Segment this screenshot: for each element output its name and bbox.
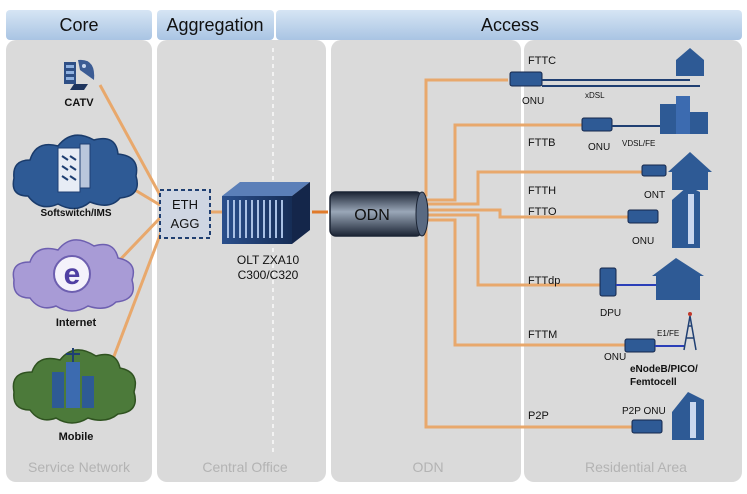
internet-label: Internet	[56, 317, 97, 329]
internet-uplink	[113, 216, 162, 267]
service-network-footer: Service Network	[28, 459, 131, 475]
satellite-tower-icon	[64, 59, 95, 90]
mobile-uplink	[106, 229, 164, 373]
ftto-label: FTTO	[528, 206, 557, 218]
ftto-office-building-icon	[672, 186, 700, 248]
fttb-building-icon	[660, 96, 708, 134]
ftth-ont-icon	[641, 164, 667, 177]
p2p-onu-icon	[631, 419, 663, 434]
access-header-label: Access	[481, 15, 539, 35]
fttc-onu-icon	[509, 71, 543, 87]
column-footers: Service Network Central Office ODN Resid…	[28, 459, 687, 475]
fttm-device-label: ONU	[604, 352, 626, 363]
fttb-fiber	[420, 123, 582, 202]
fttdp-dpu-icon	[599, 267, 617, 297]
odn-label: ODN	[354, 207, 390, 224]
core-header	[6, 10, 152, 40]
fttm-fiber	[420, 218, 625, 347]
catv-label: CATV	[64, 97, 94, 109]
fttdp-device-label: DPU	[600, 308, 621, 319]
mobile-building-icon	[52, 348, 94, 408]
fttm-branch: FTTM ONU E1/FE eNodeB/PICO/ Femtocell	[528, 312, 698, 388]
p2p-office-building-icon	[672, 392, 704, 440]
fttc-label: FTTC	[528, 55, 556, 67]
residential-area-panel	[524, 40, 742, 482]
fttb-label: FTTB	[528, 137, 556, 149]
fttdp-fiber	[420, 213, 600, 287]
fttdp-label: FTTdp	[528, 275, 560, 287]
fttb-link-label: VDSL/FE	[622, 139, 655, 148]
odn-cylinder-cap	[415, 191, 429, 237]
access-fiber-branches	[420, 78, 642, 429]
eth-agg-box	[159, 189, 211, 239]
fttm-target-line2: Femtocell	[630, 377, 677, 388]
residential-area-footer: Residential Area	[585, 459, 687, 475]
fttb-branch: FTTB ONU VDSL/FE	[528, 96, 708, 153]
aggregation-header	[157, 10, 274, 40]
eth-agg-line2: AGG	[171, 216, 200, 231]
odn-footer: ODN	[412, 459, 443, 475]
ftth-fiber	[420, 170, 642, 206]
softswitch-node: Softswitch/IMS	[12, 134, 138, 219]
central-office-panel	[157, 40, 326, 482]
core-header-label: Core	[59, 15, 98, 35]
internet-e-glyph: e	[64, 258, 81, 291]
fttc-link-label: xDSL	[585, 91, 605, 100]
fttm-link-label: E1/FE	[657, 329, 679, 338]
fttm-label: FTTM	[528, 329, 557, 341]
odn-node: ODN	[329, 191, 429, 237]
internet-globe-icon	[53, 255, 91, 293]
central-office-footer: Central Office	[202, 459, 288, 475]
eth-agg-line1: ETH	[172, 197, 198, 212]
aggregation-header-label: Aggregation	[166, 15, 263, 35]
cell-tower-icon	[683, 312, 697, 351]
p2p-label: P2P	[528, 410, 549, 422]
column-headers: Core Aggregation Access	[6, 10, 742, 40]
olt-chassis-icon	[222, 182, 310, 244]
mobile-node: Mobile	[12, 348, 137, 443]
catv-node: CATV	[64, 59, 95, 109]
p2p-branch: P2P P2P ONU	[528, 392, 704, 440]
ftth-house-icon	[668, 152, 712, 190]
internet-node: e Internet	[12, 239, 135, 329]
catv-uplink	[98, 84, 162, 196]
fttdp-branch: FTTdp DPU	[528, 258, 704, 319]
ftto-branch: FTTO ONU	[528, 186, 700, 248]
p2p-device-label: P2P ONU	[622, 406, 666, 417]
fttm-onu-icon	[624, 338, 656, 353]
ftth-label: FTTH	[528, 185, 556, 197]
ftto-fiber	[420, 208, 628, 219]
ftto-device-label: ONU	[632, 236, 654, 247]
olt-line2: C300/C320	[238, 268, 299, 282]
fttc-device-label: ONU	[522, 96, 544, 107]
fttdp-house-icon	[652, 258, 704, 300]
ftto-onu-icon	[627, 209, 659, 224]
access-header	[276, 10, 742, 40]
softswitch-label: Softswitch/IMS	[40, 208, 111, 219]
ftth-branch: FTTH ONT	[528, 152, 712, 201]
fttb-device-label: ONU	[588, 142, 610, 153]
ftth-device-label: ONT	[644, 190, 665, 201]
softswitch-server-icon	[57, 143, 91, 193]
olt-line1: OLT ZXA10	[237, 253, 300, 267]
eth-agg-node: ETH AGG	[159, 189, 211, 239]
olt-node: OLT ZXA10 C300/C320	[222, 182, 310, 282]
fttc-house-icon	[676, 48, 704, 76]
fttc-branch: FTTC ONU xDSL	[509, 48, 704, 107]
fttm-target-line1: eNodeB/PICO/	[630, 364, 698, 375]
mobile-label: Mobile	[59, 431, 94, 443]
fttb-onu-icon	[581, 117, 613, 132]
